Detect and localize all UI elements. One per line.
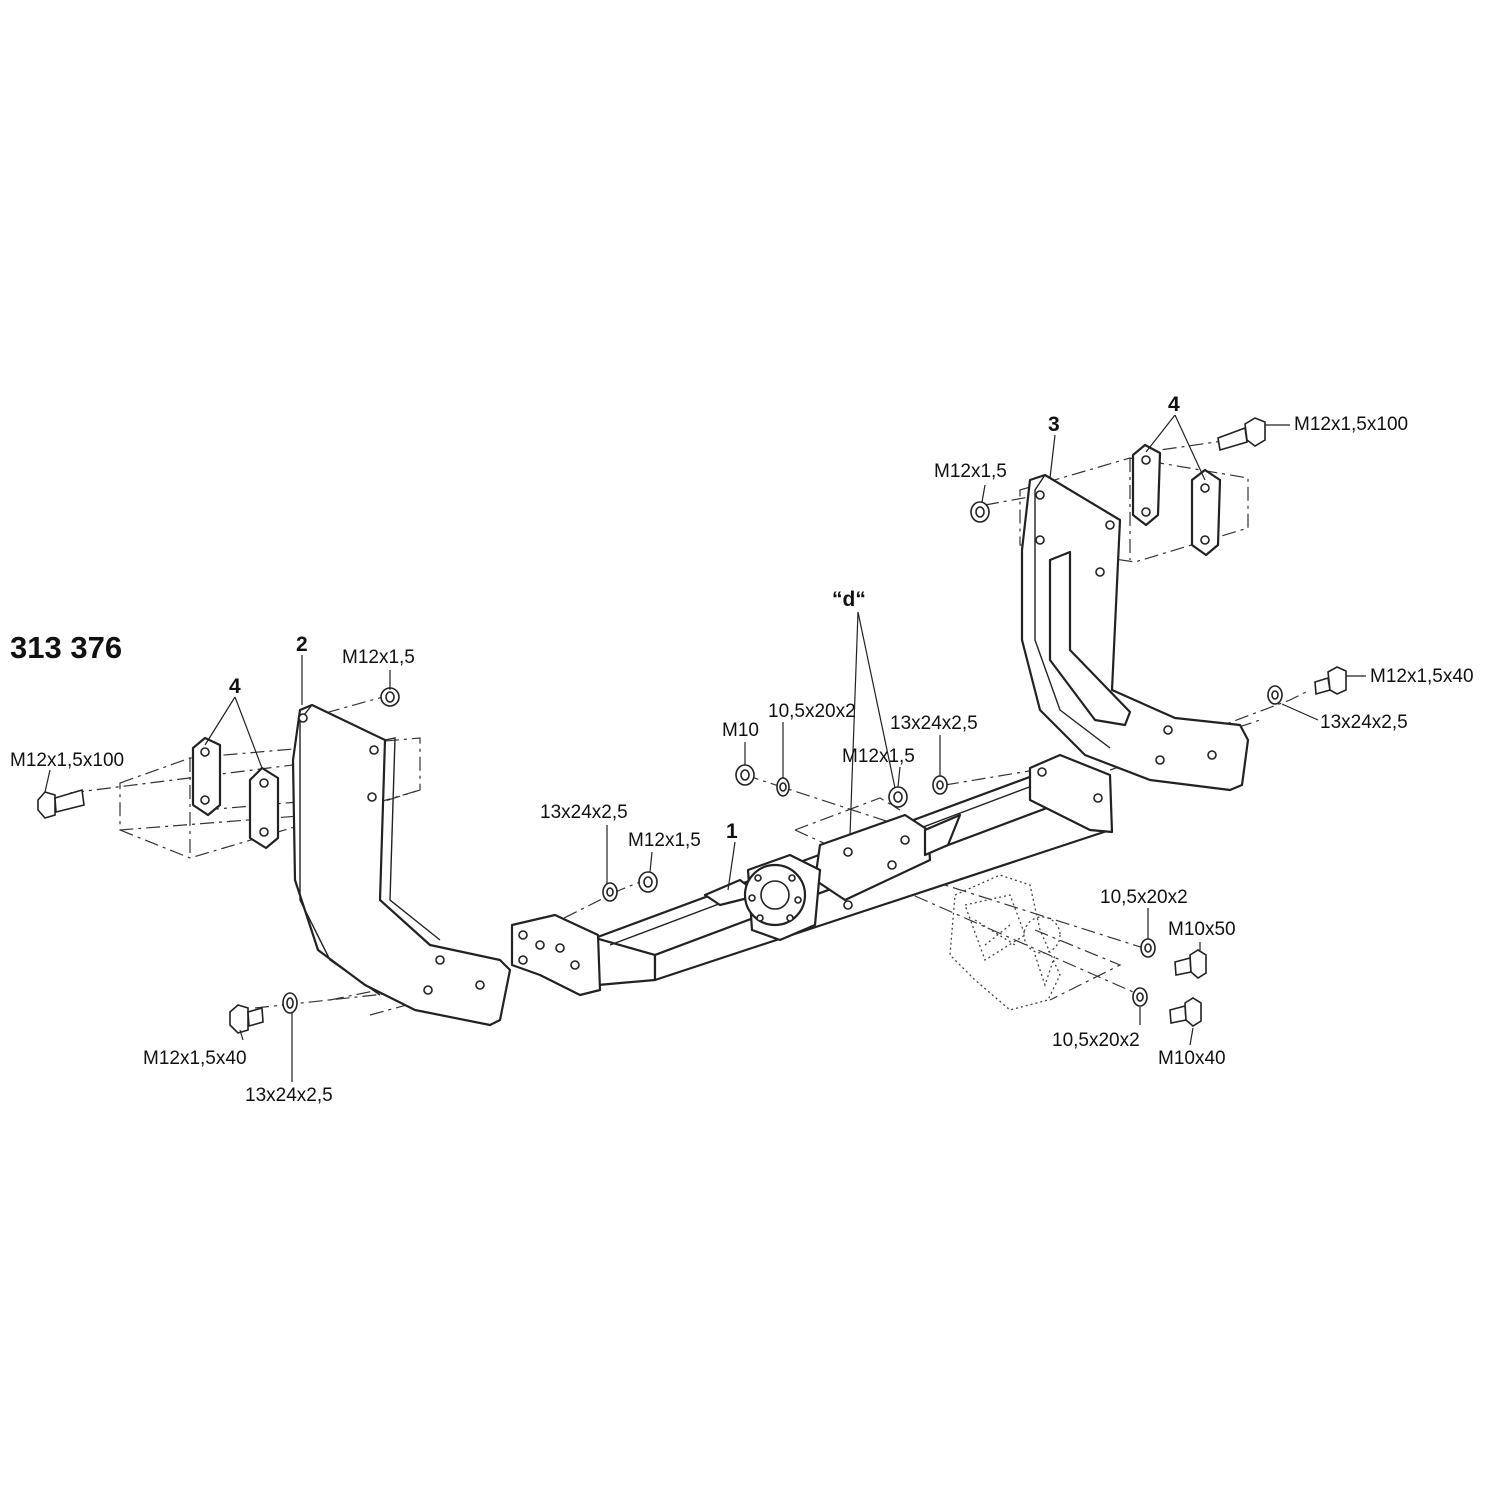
left-long-bolt-part <box>37 788 85 819</box>
hardware <box>37 417 1347 1034</box>
mid-washer-part <box>932 775 948 795</box>
label-left-top-nut: M12x1,5 <box>342 647 415 668</box>
label-washer-10-top: 10,5x20x2 <box>768 701 856 722</box>
part-number-1: 1 <box>726 820 738 843</box>
washer-10-top-part <box>776 777 790 797</box>
center-washer-part <box>602 882 618 902</box>
right-frame-outline <box>1019 457 1249 563</box>
left-bottom-bolt-part <box>229 1004 264 1034</box>
ball-washer-bottom-part <box>1132 987 1148 1007</box>
detail-marker-d: “d“ <box>832 588 866 611</box>
label-m10-nut: M10 <box>722 720 759 741</box>
center-nut-part <box>638 871 658 893</box>
right-long-bolt-part <box>1217 417 1266 452</box>
label-right-bolt-40: M12x1,5x40 <box>1370 666 1474 687</box>
part-number-2: 2 <box>296 633 308 656</box>
right-clamp-plates <box>1131 443 1222 557</box>
socket-plate <box>743 863 807 927</box>
left-top-nut-part <box>380 687 400 707</box>
label-ball-bolt-40: M10x40 <box>1158 1048 1226 1069</box>
label-center-washer: 13x24x2,5 <box>540 802 628 823</box>
label-ball-washer-bottom: 10,5x20x2 <box>1052 1030 1140 1051</box>
right-top-nut-part <box>970 501 990 523</box>
label-right-top-nut: M12x1,5 <box>934 461 1007 482</box>
left-bottom-washer-part <box>282 992 298 1014</box>
mid-nut-part <box>888 786 908 808</box>
label-center-nut: M12x1,5 <box>628 830 701 851</box>
label-right-washer: 13x24x2,5 <box>1320 712 1408 733</box>
right-washer-part <box>1267 685 1283 705</box>
label-ball-washer-top: 10,5x20x2 <box>1100 887 1188 908</box>
bar-end-holes <box>518 767 1103 970</box>
label-left-bottom-bolt: M12x1,5x40 <box>143 1048 247 1069</box>
label-left-bottom-washer: 13x24x2,5 <box>245 1085 333 1106</box>
main-crossbar <box>510 753 1114 997</box>
m10-nut-part <box>735 764 755 786</box>
center-frame-outline <box>794 797 1122 1001</box>
left-bracket <box>291 703 512 1027</box>
part-number-3: 3 <box>1048 413 1060 436</box>
label-mid-washer: 13x24x2,5 <box>890 713 978 734</box>
ball-bolt-50-part <box>1174 949 1207 979</box>
part-number-4-left: 4 <box>229 675 241 698</box>
label-ball-bolt-50: M10x50 <box>1168 919 1236 940</box>
right-bolt-40-part <box>1314 666 1347 696</box>
label-mid-nut: M12x1,5 <box>842 746 915 767</box>
left-clamp-plates <box>191 736 280 850</box>
product-code: 313 376 <box>10 630 122 665</box>
ball-washer-top-part <box>1140 938 1156 958</box>
right-bracket <box>1020 473 1250 792</box>
ball-bolt-40-part <box>1169 997 1202 1027</box>
tow-ball-mount <box>949 874 1061 1011</box>
label-left-long-bolt: M12x1,5x100 <box>10 750 124 771</box>
leader-lines <box>44 414 1366 1082</box>
part-number-4-right: 4 <box>1168 393 1180 416</box>
label-right-long-bolt: M12x1,5x100 <box>1294 414 1408 435</box>
